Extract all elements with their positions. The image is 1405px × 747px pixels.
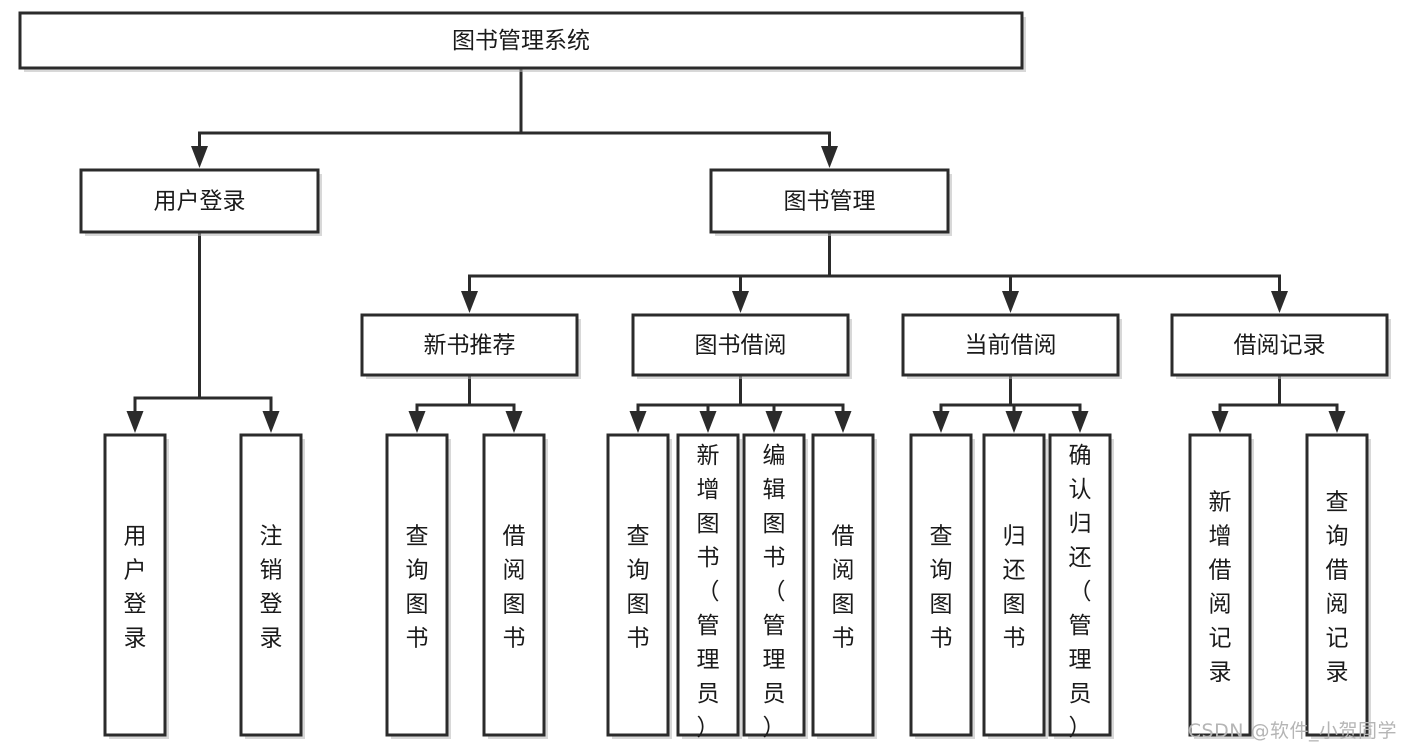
connector-user-login-to-leaf-user-login	[126, 232, 201, 433]
node-box[interactable]	[385, 433, 449, 737]
node-book-manage[interactable]: 图书管理	[709, 168, 952, 236]
nodes-layer: 图书管理系统用户登录图书管理新书推荐图书借阅当前借阅借阅记录用户登录注销登录查询…	[18, 11, 1391, 741]
node-leaf-query-book-cur[interactable]: 查询图书	[909, 433, 975, 739]
connector-book-manage-to-book-borrow	[732, 232, 831, 313]
connector-book-borrow-to-leaf-borrow-book	[739, 375, 852, 433]
connector-root-to-book-manage	[519, 68, 838, 168]
node-box[interactable]	[676, 433, 740, 737]
node-new-book-rec[interactable]: 新书推荐	[360, 313, 581, 379]
connector-root-to-user-login	[191, 68, 523, 168]
arrow-head-icon	[1271, 291, 1288, 313]
node-label: 新增图书（管理员）	[697, 443, 720, 741]
node-label: 归还图书	[1003, 524, 1026, 652]
node-label: 新增借阅记录	[1209, 490, 1232, 686]
arrow-head-icon	[821, 146, 838, 168]
connector-current-borrow-to-leaf-query-book-cur	[932, 375, 1012, 433]
node-box[interactable]	[709, 168, 950, 234]
node-leaf-query-record[interactable]: 查询借阅记录	[1305, 433, 1371, 739]
node-label: 查询图书	[406, 524, 429, 652]
connector-book-manage-to-new-book-rec	[461, 232, 831, 313]
arrow-head-icon	[1328, 411, 1346, 433]
node-box[interactable]	[811, 433, 875, 737]
node-box[interactable]	[606, 433, 670, 737]
arrow-head-icon	[1005, 411, 1023, 433]
arrow-head-icon	[1071, 411, 1089, 433]
node-box[interactable]	[631, 313, 850, 377]
node-label: 借阅图书	[832, 524, 855, 652]
arrow-head-icon	[1002, 291, 1019, 313]
node-label: 图书管理系统	[452, 28, 590, 54]
node-leaf-confirm-return[interactable]: 确认归还（管理员）	[1048, 433, 1114, 741]
node-current-borrow[interactable]: 当前借阅	[901, 313, 1122, 379]
node-label: 图书借阅	[695, 333, 787, 359]
node-label: 借阅图书	[503, 524, 526, 652]
node-user-login[interactable]: 用户登录	[79, 168, 322, 236]
arrow-head-icon	[765, 411, 783, 433]
arrow-head-icon	[505, 411, 523, 433]
node-leaf-logout-login[interactable]: 注销登录	[239, 433, 305, 739]
connector-borrow-record-to-leaf-query-record	[1278, 375, 1346, 433]
node-leaf-query-book-borrow[interactable]: 查询图书	[606, 433, 672, 739]
node-leaf-borrow-book-rec[interactable]: 借阅图书	[482, 433, 548, 739]
arrow-head-icon	[732, 291, 749, 313]
arrow-head-icon	[191, 146, 208, 168]
arrow-head-icon	[699, 411, 717, 433]
arrow-head-icon	[461, 291, 478, 313]
connectors-layer	[126, 68, 1346, 433]
node-label: 查询图书	[930, 524, 953, 652]
connector-new-book-rec-to-leaf-borrow-book-rec	[468, 375, 523, 433]
node-leaf-borrow-book[interactable]: 借阅图书	[811, 433, 877, 739]
connector-user-login-to-leaf-logout-login	[198, 232, 280, 433]
arrow-head-icon	[629, 411, 647, 433]
node-leaf-return-book[interactable]: 归还图书	[982, 433, 1048, 739]
node-book-borrow[interactable]: 图书借阅	[631, 313, 852, 379]
connector-current-borrow-to-leaf-confirm-return	[1009, 375, 1089, 433]
node-box[interactable]	[360, 313, 579, 377]
node-leaf-add-record[interactable]: 新增借阅记录	[1188, 433, 1254, 739]
node-label: 注销登录	[260, 524, 283, 652]
connector-book-manage-to-borrow-record	[828, 232, 1288, 313]
node-leaf-query-book-rec[interactable]: 查询图书	[385, 433, 451, 739]
node-box[interactable]	[1188, 433, 1252, 737]
node-label: 用户登录	[154, 189, 246, 215]
connector-new-book-rec-to-leaf-query-book-rec	[408, 375, 471, 433]
node-box[interactable]	[909, 433, 973, 737]
node-label: 当前借阅	[965, 333, 1057, 359]
connector-borrow-record-to-leaf-add-record	[1211, 375, 1281, 433]
node-box[interactable]	[482, 433, 546, 737]
node-label: 编辑图书（管理员）	[763, 443, 786, 741]
connector-book-manage-to-current-borrow	[828, 232, 1019, 313]
node-leaf-add-book[interactable]: 新增图书（管理员）	[676, 433, 742, 741]
node-borrow-record[interactable]: 借阅记录	[1170, 313, 1391, 379]
arrow-head-icon	[262, 411, 280, 433]
node-label: 查询图书	[627, 524, 650, 652]
watermark-label: CSDN @软件_小贺同学	[1187, 720, 1397, 742]
node-box[interactable]	[18, 11, 1024, 70]
node-label: 图书管理	[784, 189, 876, 215]
node-box[interactable]	[1170, 313, 1389, 377]
node-box[interactable]	[79, 168, 320, 234]
node-root[interactable]: 图书管理系统	[18, 11, 1026, 72]
arrow-head-icon	[1211, 411, 1229, 433]
node-box[interactable]	[982, 433, 1046, 737]
node-box[interactable]	[1048, 433, 1112, 737]
node-box[interactable]	[239, 433, 303, 737]
node-label: 确认归还（管理员）	[1069, 443, 1092, 741]
arrow-head-icon	[126, 411, 144, 433]
node-box[interactable]	[103, 433, 167, 737]
arrow-head-icon	[834, 411, 852, 433]
node-box[interactable]	[742, 433, 806, 737]
node-leaf-edit-book[interactable]: 编辑图书（管理员）	[742, 433, 808, 741]
node-leaf-user-login[interactable]: 用户登录	[103, 433, 169, 739]
node-label: 查询借阅记录	[1326, 490, 1349, 686]
node-box[interactable]	[1305, 433, 1369, 737]
arrow-head-icon	[932, 411, 950, 433]
node-label: 用户登录	[124, 524, 147, 652]
arrow-head-icon	[408, 411, 426, 433]
node-label: 借阅记录	[1234, 333, 1326, 359]
node-box[interactable]	[901, 313, 1120, 377]
node-label: 新书推荐	[424, 333, 516, 359]
